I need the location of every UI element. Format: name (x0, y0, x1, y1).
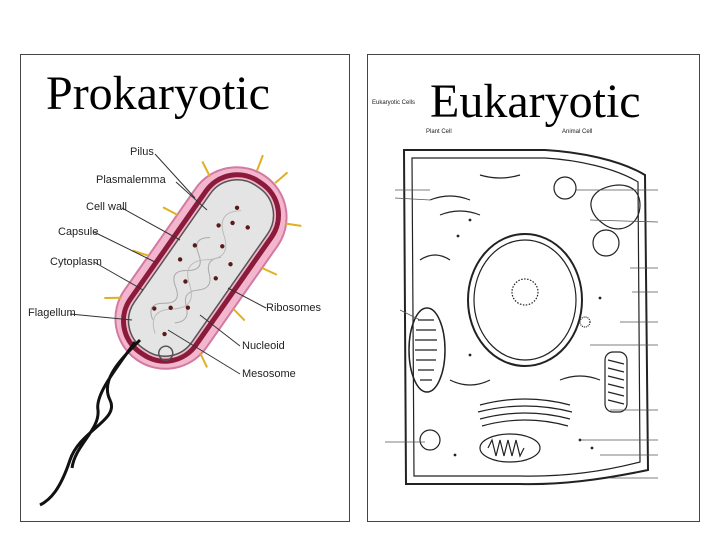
label-nucleoid: Nucleoid (242, 340, 285, 352)
label-ribosomes: Ribosomes (266, 302, 322, 314)
pili (104, 154, 302, 368)
mitochondrion (479, 433, 541, 463)
mitochondrion-cristae (487, 438, 525, 458)
title-eukaryotic: Eukaryotic (430, 75, 641, 128)
label-eukaryotic-cells: Eukaryotic Cells (372, 100, 415, 106)
label-flagellum: Flagellum (28, 307, 76, 319)
eukaryote-leader-lines (385, 189, 659, 479)
nuclear-envelope (473, 239, 577, 361)
cytoplasm (127, 179, 275, 357)
label-cell-wall: Cell wall (86, 201, 127, 213)
nucleolus (511, 278, 539, 306)
flagellum (39, 338, 142, 507)
nucleoid (150, 237, 221, 324)
mitochondrion-right (604, 351, 628, 413)
eukaryote-panel (367, 54, 700, 522)
ribosomes (152, 205, 250, 337)
vesicle-top (553, 176, 577, 200)
label-cytoplasm: Cytoplasm (50, 256, 102, 268)
vesicle-right (592, 229, 620, 257)
label-plasmalemma: Plasmalemma (96, 174, 167, 186)
label-plant-cell: Plant Cell (426, 129, 452, 135)
bacterium (104, 154, 302, 370)
nucleus (467, 233, 583, 367)
mito-right-cristae (607, 359, 625, 405)
prokaryote-labels: Pilus Plasmalemma Cell wall Capsule Cyto… (28, 146, 322, 380)
centrosome (579, 316, 591, 328)
nucleoid-strands (152, 210, 242, 334)
label-pilus: Pilus (130, 146, 154, 158)
mesosome (158, 345, 174, 361)
chloroplast (408, 307, 446, 393)
label-animal-cell: Animal Cell (562, 129, 592, 135)
plant-cell-wall (402, 149, 650, 486)
title-prokaryotic: Prokaryotic (46, 67, 270, 120)
vesicle-small (419, 429, 441, 451)
ribosome-dots (453, 218, 602, 457)
label-mesosome: Mesosome (242, 368, 296, 380)
golgi-apparatus (477, 398, 573, 427)
prokaryote-leader-lines (69, 153, 267, 375)
animal-cell-bulge (590, 184, 641, 230)
plasma-membrane (411, 157, 641, 477)
endoplasmic-reticulum (419, 174, 601, 386)
chloroplast-stack (415, 319, 437, 381)
eukaryotic-cell (402, 149, 650, 486)
eukaryote-small-labels: Eukaryotic Cells Plant Cell Animal Cell (372, 100, 592, 135)
label-capsule: Capsule (58, 226, 98, 238)
